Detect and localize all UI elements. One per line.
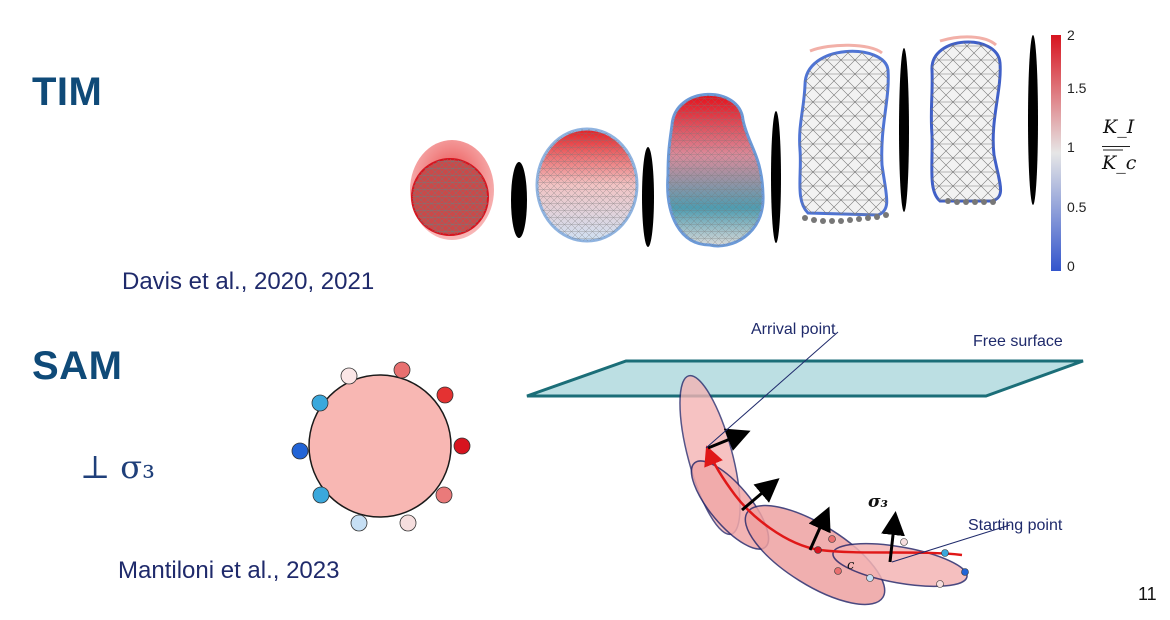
colorbar-tick-1: 1 [1067,139,1075,155]
colorbar-tick-1-5: 1.5 [1067,80,1087,96]
ki-kc-fraction-line [1102,146,1130,147]
sam-circle [308,374,452,518]
crack-shape-5 [929,35,1002,205]
colorbar-tick-2: 2 [1067,27,1075,43]
arrival-point-label: Arrival point [751,321,836,338]
dike-ellipse-3 [744,504,886,606]
starting-leader-line [891,524,1011,563]
kc-denominator: K_c [1102,152,1137,174]
normal-arrow [808,506,831,551]
node-point [828,535,836,543]
crack-shape-2 [535,127,639,243]
crack-profile-5 [1028,35,1038,205]
node-point [435,486,453,504]
tim-heading: TIM [32,70,103,114]
perpendicular-sigma3-label: ⊥ σ₃ [80,448,155,486]
node-point [900,538,908,546]
ki-numerator: K_I [1103,116,1135,138]
colorbar [1051,35,1123,271]
sam-circle-diagram [291,361,471,532]
free-surface-label: Free surface [973,333,1063,350]
node-point [393,361,411,379]
node-point [350,514,368,532]
crack-profile-1 [511,162,527,238]
colorbar-gradient [1051,35,1061,271]
propagation-path [704,445,963,557]
node-point [814,546,822,554]
colorbar-tick-0: 0 [1067,258,1075,274]
sam-heading: SAM [32,344,123,388]
dike-ellipse-4 [832,542,968,588]
node-point [436,386,454,404]
sam-citation: Mantiloni et al., 2023 [118,557,340,584]
node-point [312,486,330,504]
normal-arrow [741,478,780,512]
tim-crack-sequence [410,35,1038,248]
node-point [834,567,842,575]
crack-profile-4 [899,48,909,212]
c-label: c [847,558,855,573]
node-point [291,442,309,460]
tim-citation: Davis et al., 2020, 2021 [122,268,375,295]
colorbar-tick-0-5: 0.5 [1067,199,1087,215]
node-point [453,437,471,455]
node-point [941,549,949,557]
free-surface-plane [526,359,1084,398]
node-point [399,514,417,532]
crack-shape-4 [798,43,890,224]
crack-profile-2 [642,147,654,247]
crack-profile-3 [771,111,781,243]
node-point [961,568,969,576]
node-point [866,574,874,582]
dike-propagation-diagram: c [526,331,1084,606]
page-number: 11 [1138,584,1157,604]
normal-arrow [881,511,905,563]
node-point [936,580,944,588]
starting-point-label: Starting point [968,517,1063,534]
node-point [311,394,329,412]
crack-shape-1 [410,140,494,240]
arrival-leader-line [705,331,839,449]
crack-shape-3 [666,92,765,248]
sigma3-label: σ₃ [868,492,888,512]
normal-arrow [707,428,751,451]
node-point [340,367,358,385]
